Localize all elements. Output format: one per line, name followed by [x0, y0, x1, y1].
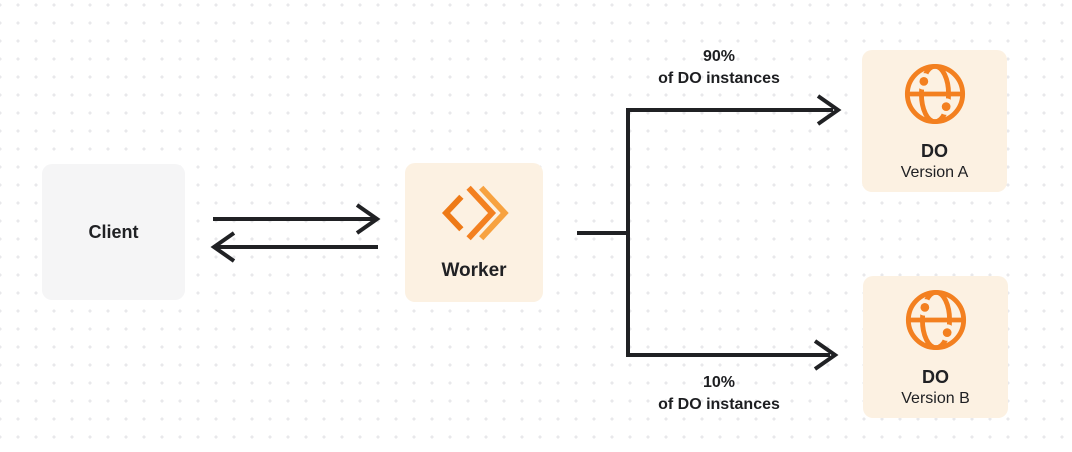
arrow-worker-to-client [210, 231, 378, 263]
durable-object-globe-icon [904, 288, 968, 352]
do-a-title: DO [921, 141, 948, 161]
arrow-to-do-version-b [626, 339, 839, 371]
edge-label-10-percent-caption: of DO instances [658, 396, 780, 413]
edge-label-90-percent-caption: of DO instances [658, 70, 780, 87]
arrow-to-do-version-a [626, 94, 842, 126]
edge-label-10-percent: 10% of DO instances [610, 372, 828, 416]
worker-label: Worker [441, 260, 507, 281]
node-client: Client [42, 164, 185, 300]
durable-object-globe-icon [903, 62, 967, 126]
node-do-version-a: DO Version A [862, 50, 1007, 192]
branch-connector [577, 108, 630, 357]
do-a-subtitle: Version A [900, 164, 969, 181]
edge-label-10-percent-value: 10% [702, 374, 736, 391]
edge-label-90-percent-value: 90% [702, 48, 736, 65]
do-b-title: DO [922, 367, 949, 387]
arrow-client-to-worker [213, 203, 381, 235]
node-do-version-b: DO Version B [863, 276, 1008, 418]
edge-label-90-percent: 90% of DO instances [610, 46, 828, 90]
node-worker: Worker [405, 163, 543, 302]
cloudflare-workers-logo-icon [437, 182, 511, 244]
client-label: Client [88, 221, 139, 242]
do-b-subtitle: Version B [901, 390, 970, 407]
